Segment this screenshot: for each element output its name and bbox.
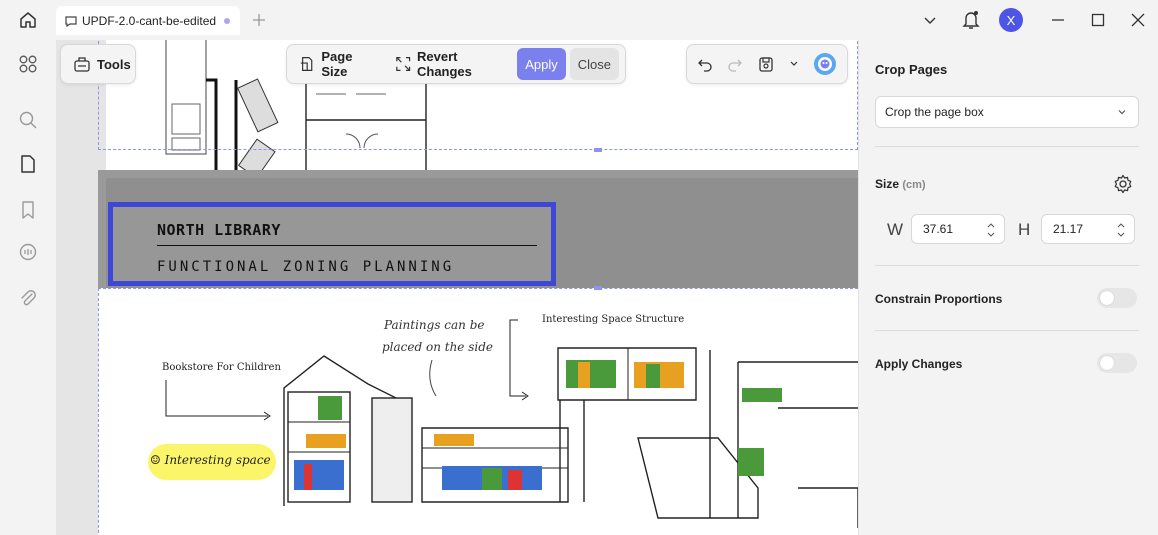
bookmark-icon[interactable] — [16, 198, 40, 222]
crop-handle[interactable] — [594, 286, 602, 290]
expand-icon — [395, 57, 410, 71]
document-subtitle: FUNCTIONAL ZONING PLANNING — [157, 259, 455, 275]
height-value: 21.17 — [1053, 222, 1084, 236]
title-bar: UPDF-2.0-cant-be-edited X — [0, 0, 1158, 40]
constrain-proportions-label: Constrain Proportions — [875, 292, 1003, 306]
divider — [875, 265, 1139, 266]
ai-assistant-icon[interactable] — [813, 52, 837, 76]
apply-changes-toggle[interactable] — [1097, 353, 1137, 373]
chevron-down-icon[interactable] — [789, 59, 799, 69]
highlight-mark — [148, 444, 276, 480]
search-icon[interactable] — [16, 108, 40, 132]
crop-handle[interactable] — [594, 148, 602, 152]
chevron-down-icon[interactable] — [920, 10, 940, 30]
bell-icon[interactable] — [960, 8, 982, 32]
close-button[interactable]: Close — [569, 48, 619, 80]
stepper-icon[interactable] — [986, 221, 996, 239]
crop-box-select-value: Crop the page box — [885, 105, 984, 119]
document-tab[interactable]: UPDF-2.0-cant-be-edited — [56, 6, 240, 35]
home-icon[interactable] — [14, 8, 42, 32]
height-label: H — [1018, 220, 1031, 239]
attachment-icon[interactable] — [16, 286, 40, 310]
gear-icon[interactable] — [1113, 174, 1133, 194]
left-sidebar — [6, 40, 52, 535]
maximize-icon[interactable] — [1088, 10, 1108, 30]
toggle-knob — [1100, 291, 1114, 305]
avatar[interactable]: X — [999, 8, 1023, 32]
history-toolbar — [686, 44, 848, 84]
revert-changes-label: Revert Changes — [416, 49, 472, 79]
width-input[interactable]: 37.61 — [911, 214, 1005, 244]
width-label: W — [887, 220, 904, 239]
title-underline — [157, 245, 537, 246]
divider — [875, 330, 1139, 331]
document-title: NORTH LIBRARY — [157, 221, 281, 239]
document-canvas[interactable]: NORTH LIBRARY FUNCTIONAL ZONING PLANNING — [56, 40, 858, 535]
apply-button[interactable]: Apply — [517, 48, 566, 80]
page-icon[interactable] — [16, 152, 40, 176]
page-size-button[interactable]: Page Size — [293, 48, 383, 80]
page-library-sketch — [98, 288, 858, 535]
crop-toolbar: Page Size Revert Changes Apply Close — [286, 44, 626, 84]
unsaved-dot — [224, 17, 231, 24]
close-icon[interactable] — [1128, 10, 1148, 30]
panel-title: Crop Pages — [875, 62, 948, 77]
bookstore-label: Bookstore For Children — [162, 362, 281, 373]
tools-icon — [74, 57, 90, 72]
comment-list-icon[interactable] — [16, 240, 40, 264]
structure-label: Interesting Space Structure — [542, 314, 685, 325]
paintings-note-line1: Paintings can be — [384, 318, 485, 332]
paintings-note-line2: placed on the side — [382, 340, 494, 354]
size-label-text: Size — [875, 177, 900, 191]
interesting-space-note: ☺ Interesting space — [150, 453, 271, 467]
height-input[interactable]: 21.17 — [1041, 214, 1135, 244]
crop-pages-panel: Crop Pages Crop the page box Size (cm) W… — [858, 40, 1158, 535]
revert-changes-button[interactable]: Revert Changes — [389, 48, 514, 80]
size-label: Size (cm) — [875, 177, 926, 191]
library-sketch-drawing — [165, 319, 858, 528]
tools-button[interactable]: Tools — [60, 44, 136, 84]
minimize-icon[interactable] — [1048, 10, 1068, 30]
page-size-icon — [300, 57, 313, 71]
apply-changes-label: Apply Changes — [875, 357, 963, 371]
redo-icon[interactable] — [727, 56, 743, 72]
tools-label: Tools — [97, 56, 131, 72]
divider — [875, 146, 1139, 147]
stepper-icon[interactable] — [1116, 221, 1126, 239]
page-size-label: Page Size — [321, 49, 353, 79]
toggle-knob — [1100, 356, 1114, 370]
crop-box-select[interactable]: Crop the page box — [875, 96, 1139, 128]
save-icon[interactable] — [757, 55, 775, 73]
constrain-proportions-toggle[interactable] — [1097, 288, 1137, 308]
comment-icon — [65, 15, 77, 27]
width-value: 37.61 — [923, 222, 954, 236]
thumbnails-icon[interactable] — [16, 52, 40, 76]
chevron-down-icon — [1118, 110, 1126, 115]
library-title-box: NORTH LIBRARY FUNCTIONAL ZONING PLANNING — [108, 202, 556, 286]
tab-title: UPDF-2.0-cant-be-edited — [82, 13, 217, 28]
plus-icon[interactable] — [250, 10, 268, 30]
undo-icon[interactable] — [697, 56, 713, 72]
size-unit: (cm) — [902, 179, 926, 191]
